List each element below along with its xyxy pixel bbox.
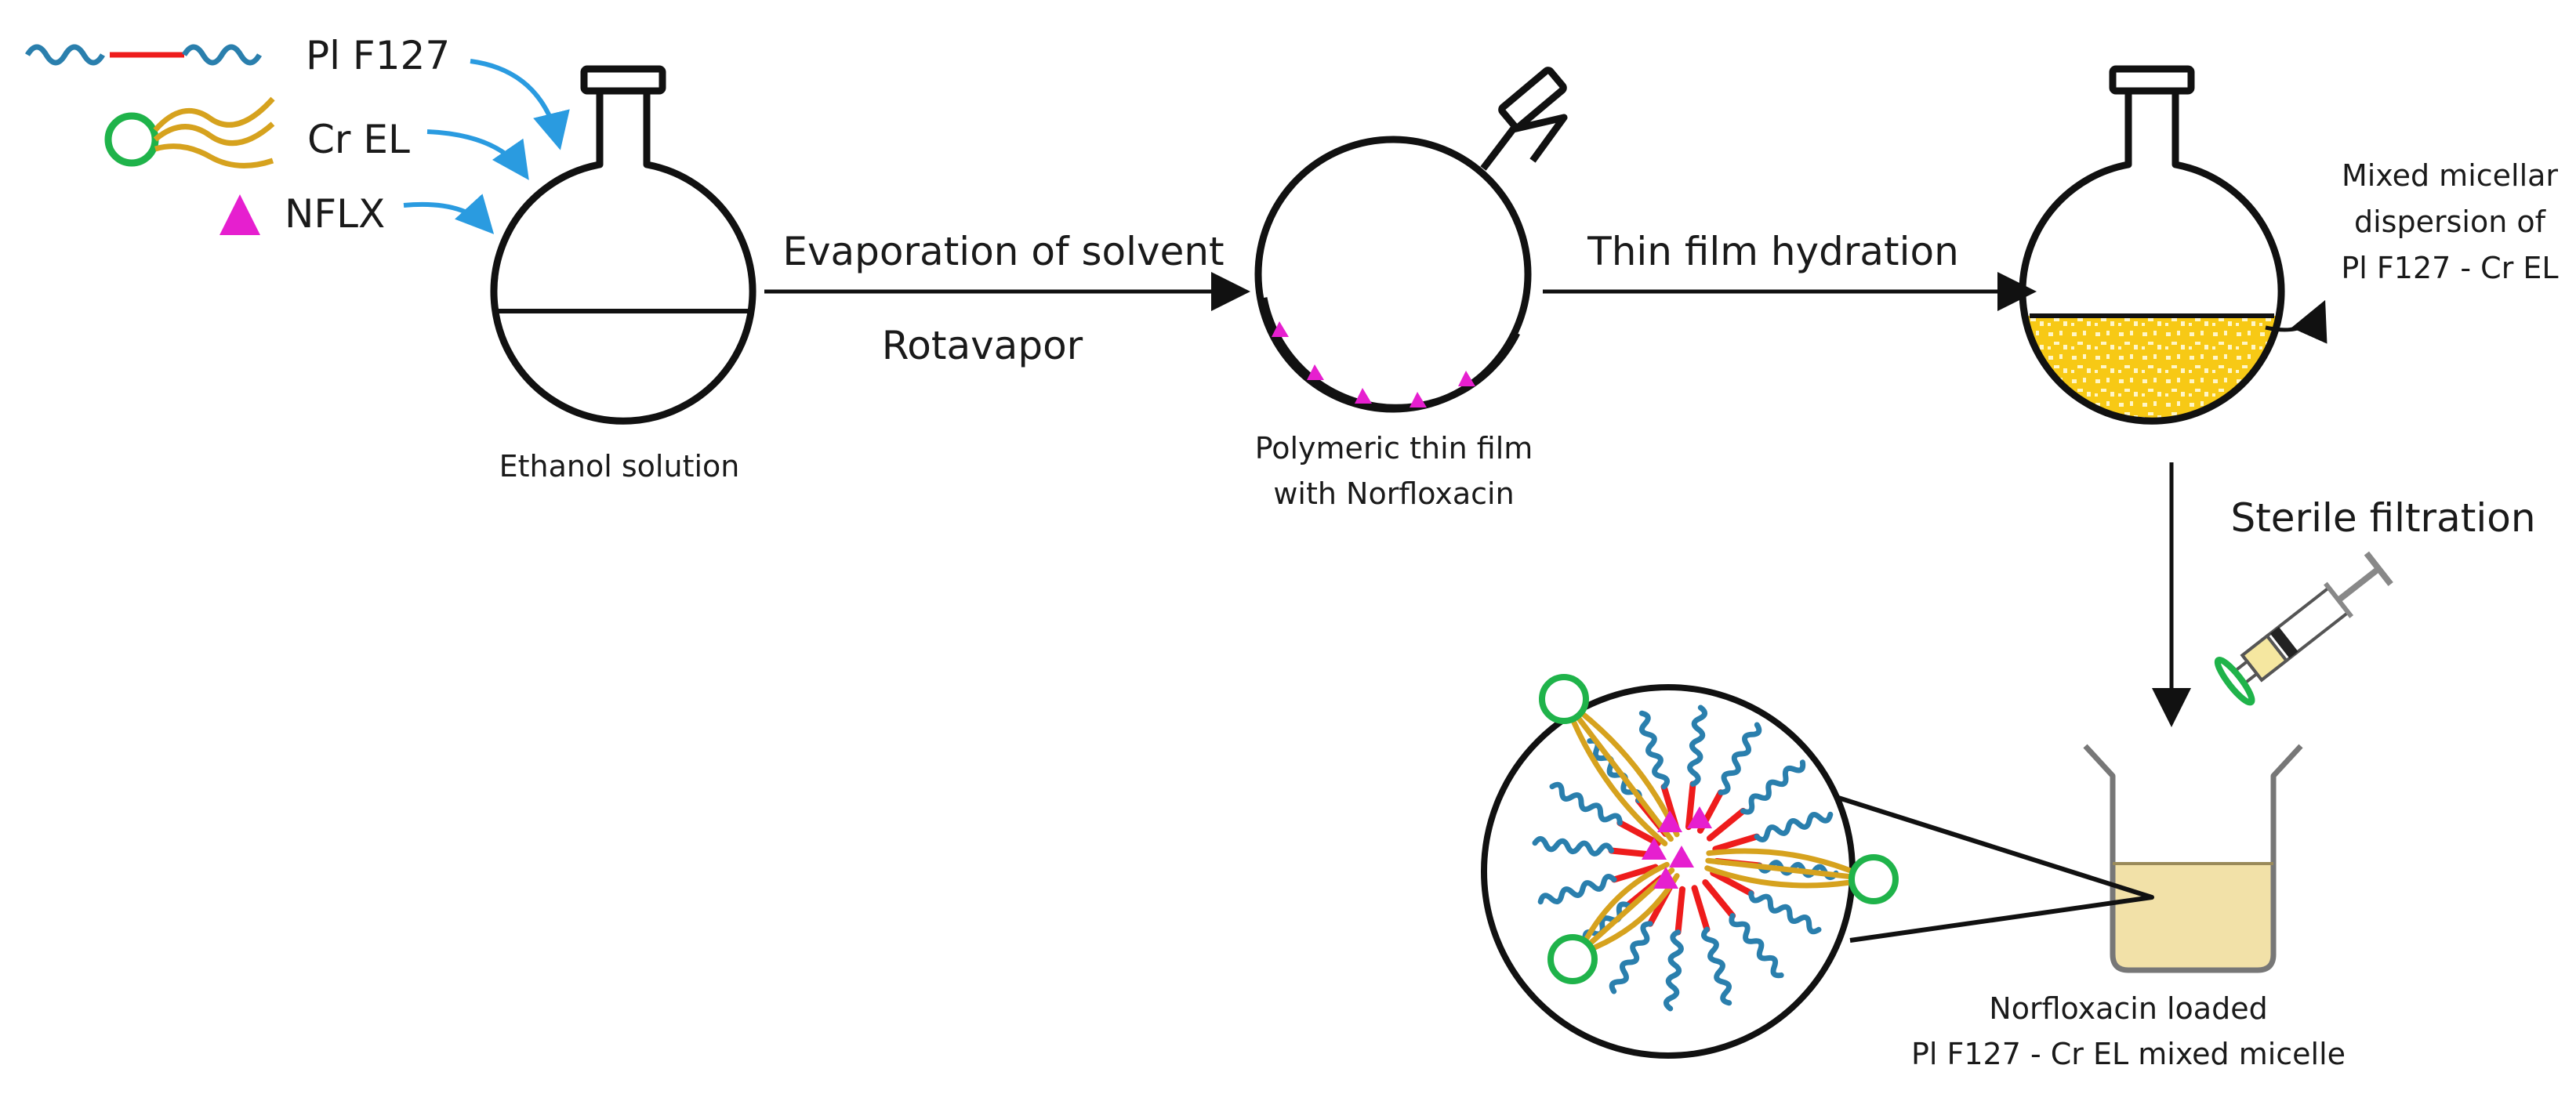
nflx-triangle [1653, 867, 1678, 889]
peo-tail [1729, 913, 1784, 979]
dispersion-liquid [2023, 316, 2281, 419]
caption-loaded-2: Pl F127 - Cr EL mixed micelle [1911, 1037, 2346, 1071]
peo-tail [1740, 759, 1806, 815]
nflx-triangle [1669, 846, 1694, 868]
nflx-triangle [1687, 806, 1712, 828]
cremophor-tail [1584, 861, 1670, 941]
peo-tail [1537, 874, 1617, 905]
beaker-liquid [2113, 864, 2273, 970]
ppo-segment [1706, 807, 1747, 842]
caption-film-2: with Norfloxacin [1273, 476, 1514, 511]
flask-dispersion [2019, 65, 2327, 425]
cremophor-tail [1576, 715, 1674, 842]
caption-mixed-2: dispersion of [2354, 205, 2547, 239]
caption-mixed-3: Pl F127 - Cr EL [2341, 251, 2558, 285]
syringe-filter-icon [2214, 551, 2393, 706]
flask-ethanol [490, 65, 756, 425]
beaker [2083, 744, 2303, 973]
ppo-segment [1691, 885, 1711, 933]
peo-tail [1701, 926, 1732, 1006]
cremophor-head [1547, 934, 1598, 984]
nflx-triangle-icon [220, 194, 260, 235]
legend-nflx: NFLX [285, 191, 385, 237]
legend: Pl F127 Cr EL NFLX [24, 33, 570, 237]
flask-thin-film [1254, 67, 1568, 413]
ppo-segment [1616, 820, 1661, 847]
peo-tail [1718, 722, 1762, 795]
pl-f127-symbol [24, 44, 263, 66]
peo-tail [1754, 811, 1834, 842]
ppo-segment [1712, 833, 1760, 853]
label-sterile: Sterile filtration [2230, 495, 2535, 541]
caption-loaded-1: Norfloxacin loaded [1989, 991, 2267, 1026]
ppo-segment [1685, 781, 1696, 831]
peo-tail [1663, 929, 1684, 1012]
peo-tail [1687, 705, 1708, 787]
caption-ethanol: Ethanol solution [499, 449, 740, 484]
cremophor-tail [1705, 857, 1852, 879]
peo-tail [1549, 781, 1623, 826]
arrow-nflx-to-flask [403, 194, 495, 234]
ppo-segment [1702, 878, 1736, 919]
legend-cr-el: Cr EL [307, 117, 410, 162]
zoom-callout-pointer [1835, 795, 2154, 943]
peo-tail [1609, 921, 1653, 994]
nflx-triangle [1642, 838, 1667, 860]
cremophor-tail [1706, 848, 1852, 873]
cr-el-symbol [104, 96, 275, 168]
label-evaporation: Evaporation of solvent [782, 229, 1224, 274]
arrow-cr-to-flask [426, 129, 529, 180]
arrow-pl-to-flask [470, 59, 570, 150]
drug-on-film [1272, 321, 1475, 407]
label-rotavapor: Rotavapor [882, 323, 1083, 368]
label-hydration: Thin film hydration [1587, 229, 1959, 274]
cremophor-tail [1571, 719, 1668, 846]
cremophor-head [1539, 674, 1589, 724]
mixed-micelle [1532, 674, 1899, 1012]
nflx-triangle [1657, 810, 1682, 832]
peo-tail [1638, 710, 1670, 790]
ppo-segment [1674, 886, 1686, 936]
ppo-segment [1710, 869, 1754, 896]
cremophor-tail [1704, 865, 1851, 889]
caption-mixed-1: Mixed micellar [2342, 158, 2558, 193]
legend-pl-f127: Pl F127 [306, 33, 450, 78]
peo-tail [1748, 890, 1822, 935]
ppo-segment [1611, 864, 1659, 883]
caption-film-1: Polymeric thin film [1255, 431, 1533, 465]
peo-tail [1587, 737, 1642, 803]
peo-tail [1532, 835, 1614, 857]
cremophor-head [1849, 854, 1899, 904]
